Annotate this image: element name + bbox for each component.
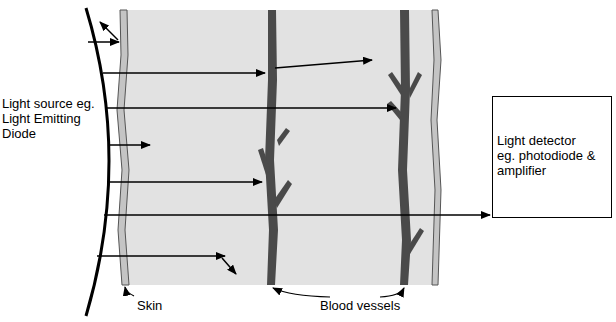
skin-layer: [117, 10, 129, 285]
light-source-label: Light source eg. Light Emitting Diode: [2, 96, 98, 141]
part-label: Skin: [137, 298, 197, 313]
leader-line: [125, 287, 404, 297]
blood-vessel: [398, 10, 411, 285]
blood-vessel: [265, 10, 278, 285]
detector-box: Light detector eg. photodiode & amplifie…: [492, 96, 612, 218]
part-label: Blood vessels: [320, 298, 430, 313]
box-text: Light detector eg. photodiode & amplifie…: [497, 133, 597, 178]
light-ray: [88, 22, 490, 274]
tissue: [117, 10, 435, 285]
light-source-arc: [86, 8, 109, 316]
skin-layer: [431, 10, 441, 285]
